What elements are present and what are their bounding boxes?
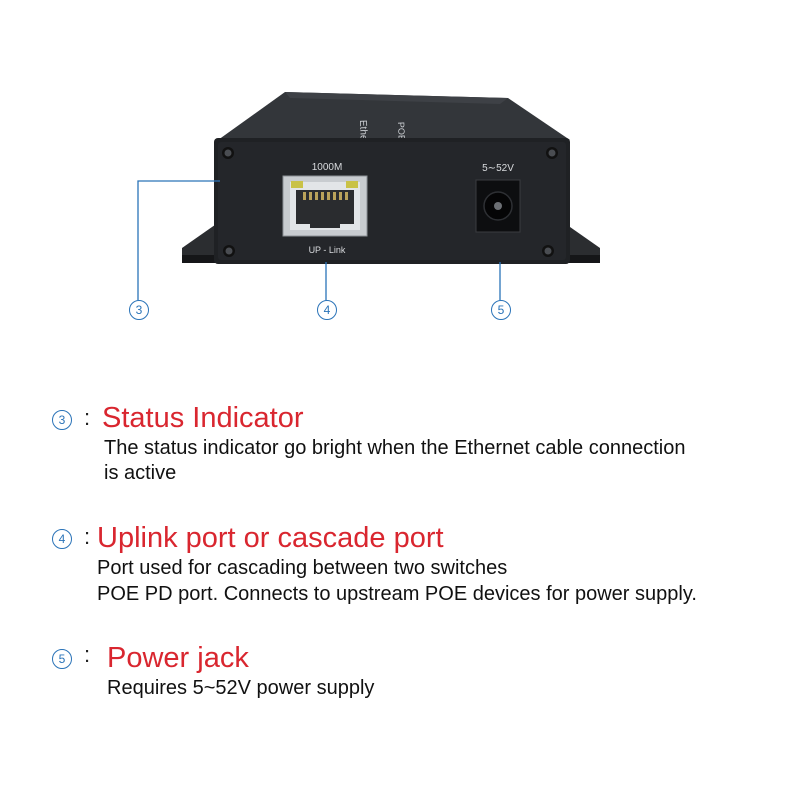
entry-colon: :: [84, 642, 91, 667]
entry-number-marker: 3: [52, 410, 72, 430]
entry-description-line: POE PD port. Connects to upstream POE de…: [97, 583, 697, 605]
status-indicator-led-icon: [291, 181, 303, 188]
device-top-label-2: POE: [396, 122, 407, 141]
entry-description-line: is active: [104, 462, 177, 484]
screw-icon: [223, 245, 235, 257]
callout-marker-status-indicator: 3: [129, 300, 149, 320]
entry-colon: :: [84, 405, 91, 430]
port-speed-label: 1000M: [312, 162, 343, 173]
legend-entry-uplink-port: 4 : Uplink port or cascade port Port use…: [0, 522, 800, 612]
entry-description-line: The status indicator go bright when the …: [104, 437, 686, 459]
legend-entry-status-indicator: 3 : Status Indicator The status indicato…: [0, 400, 800, 490]
callout-leader-line: [137, 180, 220, 300]
callout-marker-power-jack: 5: [491, 300, 511, 320]
entry-description-line: Requires 5~52V power supply: [107, 677, 375, 699]
entry-number-marker: 4: [52, 529, 72, 549]
rj45-uplink-port-icon: [282, 175, 368, 237]
screw-icon: [546, 147, 558, 159]
screw-icon: [542, 245, 554, 257]
entry-title: Power jack: [107, 642, 249, 674]
device-top-surface: [218, 92, 570, 140]
legend-entry-power-jack: 5 : Power jack Requires 5~52V power supp…: [0, 641, 800, 711]
port-name-label: UP - Link: [309, 245, 346, 255]
power-jack-icon: [475, 179, 521, 233]
entry-colon: :: [84, 524, 91, 549]
entry-title: Status Indicator: [102, 402, 304, 434]
entry-number-marker: 5: [52, 649, 72, 669]
device-illustration: Ethernet Switch POE 1000M UP - Link 5∼52…: [137, 92, 600, 300]
screw-icon: [222, 147, 234, 159]
status-indicator-led-icon: [346, 181, 358, 188]
entry-title: Uplink port or cascade port: [97, 522, 444, 554]
entry-description-line: Port used for cascading between two swit…: [97, 557, 508, 579]
left-mounting-flange: [182, 220, 222, 262]
callout-marker-uplink-port: 4: [317, 300, 337, 320]
power-rating-label: 5∼52V: [482, 163, 514, 174]
